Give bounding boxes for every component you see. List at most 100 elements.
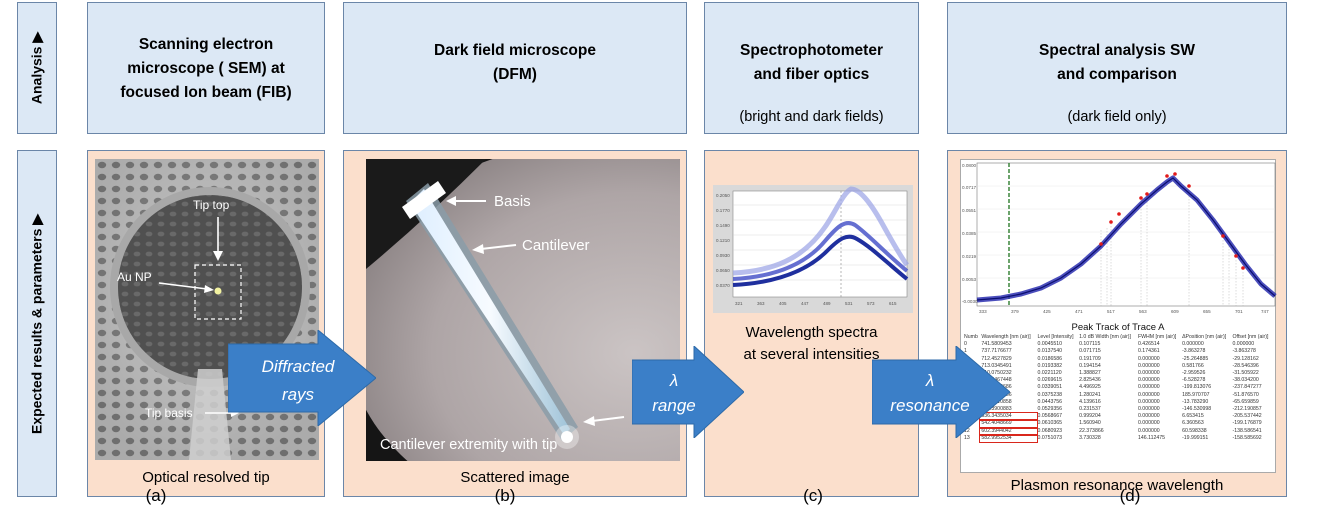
panel-a: Tip top Au NP Tip basis Optical resolved…: [87, 150, 325, 497]
table-cell: -2.959526: [1182, 370, 1206, 377]
svg-text:447: 447: [801, 301, 809, 306]
table-cell: -19.999151: [1182, 434, 1209, 441]
table-cell: 0.0568667: [1037, 413, 1063, 420]
table-cell: 602.3944042: [979, 426, 1038, 436]
table-cell: 13: [964, 434, 970, 441]
table-cell: 542.4048669: [979, 419, 1038, 429]
caption-c: Wavelength spectra at several intensitie…: [743, 324, 880, 363]
table-cell: -6.528278: [1182, 377, 1206, 384]
caption-b: Scattered image: [460, 469, 570, 486]
table-cell: 713.0345491: [981, 362, 1012, 369]
table-cell: 0.194154: [1079, 362, 1101, 369]
table-cell: 12: [964, 427, 970, 434]
table-cell: 0.0680923: [1037, 427, 1063, 434]
table-cell: 185.970707: [1182, 391, 1210, 398]
table-cell: -65.659859: [1232, 398, 1259, 405]
table-cell: 0.999204: [1079, 413, 1101, 420]
table-cell: 1: [964, 348, 967, 355]
table-cell: 737.7176677: [981, 348, 1012, 355]
table-cell: 0.191709: [1079, 355, 1101, 362]
peak-table-header-cell: Level [Intensity]: [1037, 334, 1074, 340]
arrow-lambda-resonance: λ resonance: [872, 346, 1010, 438]
label-tip-basis: Tip basis: [145, 406, 193, 420]
table-cell: 0.071715: [1079, 348, 1101, 355]
table-cell: 0.000000: [1137, 384, 1160, 391]
label-c: (c): [803, 486, 823, 505]
table-cell: 0.0269615: [1037, 377, 1063, 384]
svg-text:0.1490: 0.1490: [716, 223, 730, 228]
svg-text:531: 531: [845, 301, 853, 306]
table-cell: -212.190857: [1232, 406, 1262, 413]
roi-box: [194, 264, 242, 320]
table-cell: 536.3435034: [979, 412, 1038, 422]
arrow-resonance-lambda: λ: [925, 371, 934, 390]
header-dfm: Dark field microscope (DFM): [343, 2, 687, 134]
table-cell: -158.585692: [1232, 434, 1262, 441]
table-cell: 146.112475: [1137, 434, 1166, 441]
table-cell: 0.000000: [1137, 406, 1160, 413]
svg-text:0.1770: 0.1770: [716, 208, 730, 213]
dfm-image: Basis Cantilever Cantilever extremity wi…: [366, 159, 680, 461]
label-extremity: Cantilever extremity with tip: [380, 437, 557, 453]
label-cantilever: Cantilever: [522, 237, 590, 254]
header-dfm-title: Dark field microscope (DFM): [434, 42, 596, 83]
table-cell: 0.0375238: [1037, 391, 1063, 398]
svg-text:0.0053: 0.0053: [962, 277, 976, 282]
svg-text:471: 471: [1075, 309, 1083, 314]
label-au-np: Au NP: [117, 270, 152, 284]
table-cell: -138.586541: [1232, 427, 1262, 434]
svg-text:0.0800: 0.0800: [962, 163, 976, 168]
table-cell: -31.505922: [1232, 370, 1259, 377]
table-cell: -3.863278: [1232, 348, 1256, 355]
table-cell: 60.598338: [1182, 427, 1207, 434]
row-label-expected-text: Expected results & parameters ▶: [28, 213, 45, 434]
row-label-analysis-text: Analysis ▶: [28, 31, 45, 105]
caption-a: Optical resolved tip: [142, 469, 270, 486]
header-sem-title: Scanning electron microscope ( SEM) at f…: [120, 36, 292, 101]
table-cell: 0.000000: [1137, 362, 1160, 369]
table-cell: 0.000000: [1182, 341, 1204, 348]
peak-table-header-cell: ΔPosition [nm (air)]: [1182, 334, 1227, 340]
svg-text:-0.0030: -0.0030: [962, 299, 978, 304]
svg-text:0.0650: 0.0650: [716, 268, 730, 273]
table-cell: 22.373866: [1079, 427, 1104, 434]
svg-text:0.1210: 0.1210: [716, 238, 730, 243]
header-sem: Scanning electron microscope ( SEM) at f…: [87, 2, 325, 134]
table-cell: 0.0443756: [1037, 398, 1063, 405]
label-a: (a): [145, 486, 167, 505]
table-cell: 1.560940: [1079, 420, 1101, 427]
header-spectro-sub: (bright and dark fields): [739, 109, 884, 125]
table-cell: -146.530998: [1182, 406, 1212, 413]
label-tip-top: Tip top: [193, 198, 230, 212]
table-cell: 0.426514: [1137, 341, 1160, 348]
svg-text:0.0219: 0.0219: [962, 254, 976, 259]
arrow-range-lambda: λ: [669, 371, 678, 390]
table-cell: 0.0610365: [1037, 420, 1063, 427]
svg-text:425: 425: [1043, 309, 1051, 314]
table-cell: 528.3900883: [981, 406, 1012, 413]
peak-table-header-cell: Numb: [964, 334, 978, 340]
table-cell: 1.280241: [1079, 391, 1101, 398]
table-cell: 0.231537: [1079, 406, 1101, 413]
label-d: (d): [1119, 486, 1141, 505]
header-spectro: Spectrophotometer and fiber optics (brig…: [704, 2, 919, 134]
table-cell: 1.388827: [1079, 370, 1101, 377]
table-cell: 582.9952534: [979, 433, 1038, 444]
peak-table-header-cell: 1.0 dB Width [nm (air)]: [1079, 334, 1131, 340]
svg-text:0.0385: 0.0385: [962, 231, 976, 236]
table-cell: -28.546396: [1232, 362, 1259, 369]
caption-d: Plasmon resonance wavelength: [1010, 477, 1224, 494]
table-cell: 0.0339051: [1037, 384, 1063, 391]
header-spectral-title: Spectral analysis SW and comparison: [1039, 42, 1195, 83]
table-cell: 0.000000: [1137, 420, 1160, 427]
table-cell: 0.581766: [1182, 362, 1204, 369]
table-cell: 0.000000: [1137, 398, 1160, 405]
table-cell: 0.000000: [1232, 341, 1255, 348]
table-cell: -237.847277: [1232, 384, 1262, 391]
